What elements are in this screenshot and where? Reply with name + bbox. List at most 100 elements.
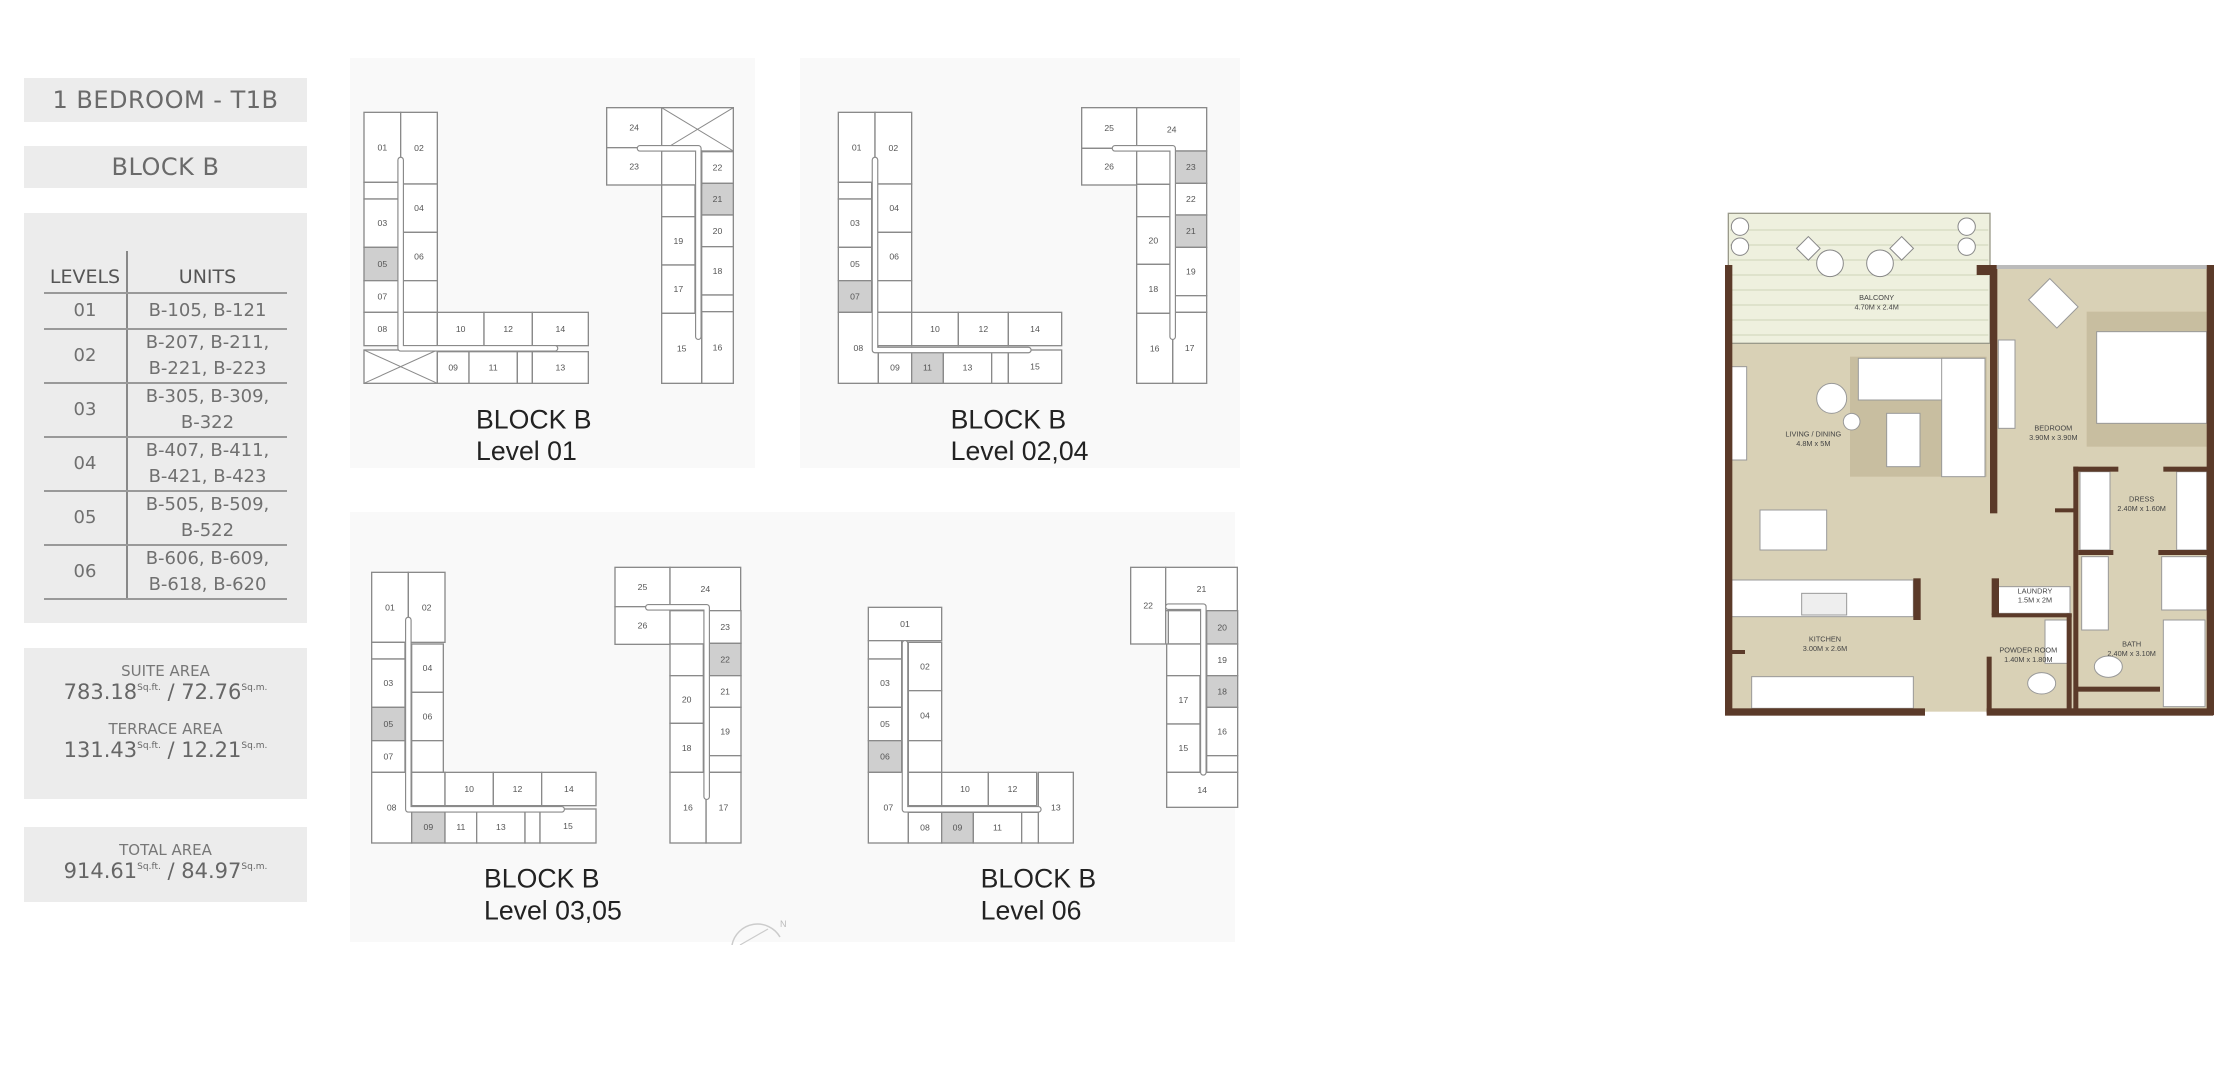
corridor-fill — [902, 641, 1041, 812]
plan-cell — [1136, 150, 1176, 185]
unit-outline — [876, 231, 913, 282]
units-cell: B-407, B-411,B-421, B-423 — [127, 437, 287, 492]
total-area-label: TOTAL AREA — [119, 841, 212, 859]
unit-number: 13 — [963, 363, 973, 373]
room-name: DRESS — [2129, 495, 2154, 504]
dining-table — [1759, 509, 1828, 551]
unit-outline — [1037, 771, 1074, 844]
unit-number: 09 — [890, 363, 900, 373]
unit-number: 25 — [638, 582, 648, 592]
unit-cell: 13 — [476, 809, 526, 844]
block-label: BLOCK B — [24, 146, 307, 188]
unit-outline — [1174, 295, 1208, 313]
unit-cell: 22 — [1129, 566, 1167, 645]
unit-outline — [669, 566, 742, 612]
unit-outline — [1171, 311, 1208, 384]
plan-level: Level 06 — [981, 895, 1082, 925]
unit-outline — [957, 311, 1009, 347]
unit-number: 12 — [513, 784, 523, 794]
plan-cell — [669, 610, 709, 645]
unit-number: 09 — [448, 363, 458, 373]
plan-cell — [371, 641, 406, 660]
unit-cell: 21 — [708, 675, 742, 708]
plan-cell — [1205, 755, 1239, 773]
unit-cell: 09 — [877, 351, 913, 384]
unit-outline — [907, 641, 943, 692]
unit-cell: 11 — [468, 351, 518, 384]
unit-number: 18 — [682, 743, 692, 753]
unit-outline — [1205, 643, 1239, 677]
corridor-fill — [398, 157, 558, 351]
core-cross — [363, 349, 438, 384]
unit-outline — [874, 111, 913, 185]
units-cell: B-105, B-121 — [127, 293, 287, 330]
unit-outline — [1205, 755, 1239, 773]
plan-title: BLOCK B — [476, 404, 592, 434]
unit-cell: 04 — [411, 643, 444, 693]
unit-outline — [539, 808, 597, 844]
unit-outline — [669, 610, 709, 645]
unit-outline — [371, 641, 406, 660]
wardrobe — [2079, 471, 2111, 551]
unit-cell: 15 — [1166, 723, 1201, 773]
units-cell: B-207, B-211,B-221, B-223 — [127, 329, 287, 384]
block-text: BLOCK B — [111, 153, 220, 181]
unit-cell: 06 — [411, 691, 444, 742]
unit-number: 01 — [900, 619, 910, 629]
wall — [2078, 550, 2114, 555]
unit-cell: 01 — [363, 111, 402, 183]
unit-outline — [669, 643, 704, 677]
unit-number: 08 — [854, 343, 864, 353]
unit-cell: 12 — [483, 311, 533, 347]
unit-cell: 09 — [436, 351, 470, 384]
toilet — [2093, 655, 2123, 678]
unit-number: 10 — [960, 784, 970, 794]
unit-cell: 16 — [1205, 706, 1239, 757]
unit-number: 18 — [713, 266, 723, 276]
unit-outline — [363, 280, 402, 313]
plan-cell — [708, 755, 742, 773]
highlighted-unit — [941, 811, 974, 844]
unit-number: 15 — [563, 821, 573, 831]
unit-number: 21 — [1197, 584, 1207, 594]
balcony-side-table — [1795, 235, 1821, 261]
units-cell: B-505, B-509,B-522 — [127, 491, 287, 546]
unit-number: 23 — [629, 161, 639, 171]
unit-number: 10 — [930, 324, 940, 334]
total-area-panel: TOTAL AREA 914.61Sq.ft. / 84.97Sq.m. — [24, 827, 307, 902]
room-size: 1.40M x 1.80M — [2004, 655, 2052, 664]
unit-cell: 21 — [1174, 214, 1208, 248]
unit-outline — [540, 771, 597, 807]
unit-cell: 12 — [987, 771, 1038, 807]
total-area-value: 914.61Sq.ft. / 84.97Sq.m. — [63, 859, 268, 883]
unit-number: 14 — [1030, 324, 1040, 334]
unit-cell: 13 — [531, 351, 589, 384]
unit-number: 17 — [719, 803, 729, 813]
unit-numbers: B-421, B-423 — [148, 466, 267, 487]
wall — [1725, 650, 1745, 654]
unit-cell: 19 — [1174, 246, 1208, 297]
unit-cell: 23 — [606, 146, 663, 186]
unit-number: 07 — [384, 752, 394, 762]
unit-type-label: 1 BEDROOM - T1B — [24, 78, 307, 122]
unit-number: 18 — [1149, 284, 1159, 294]
unit-cell: 03 — [867, 658, 903, 708]
unit-cell: 23 — [1174, 150, 1208, 184]
unit-cell: 02 — [907, 641, 943, 692]
suite-area-label: SUITE AREA — [121, 662, 210, 680]
room-name: LAUNDRY — [2018, 586, 2053, 595]
unit-outline — [411, 691, 444, 742]
unit-cell: 03 — [363, 198, 402, 248]
unit-number: 23 — [1186, 162, 1196, 172]
unit-outline — [531, 311, 589, 347]
unit-cell: 07 — [371, 740, 406, 773]
unit-number: 01 — [385, 602, 395, 612]
unit-number: 21 — [1186, 226, 1196, 236]
room-size: 3.00M x 2.6M — [1803, 644, 1847, 653]
unit-cell: 13 — [1037, 771, 1074, 844]
unit-number: 10 — [456, 324, 466, 334]
unit-cell: 10 — [436, 311, 485, 347]
unit-number: 14 — [564, 784, 574, 794]
unit-number: 15 — [1030, 362, 1040, 372]
